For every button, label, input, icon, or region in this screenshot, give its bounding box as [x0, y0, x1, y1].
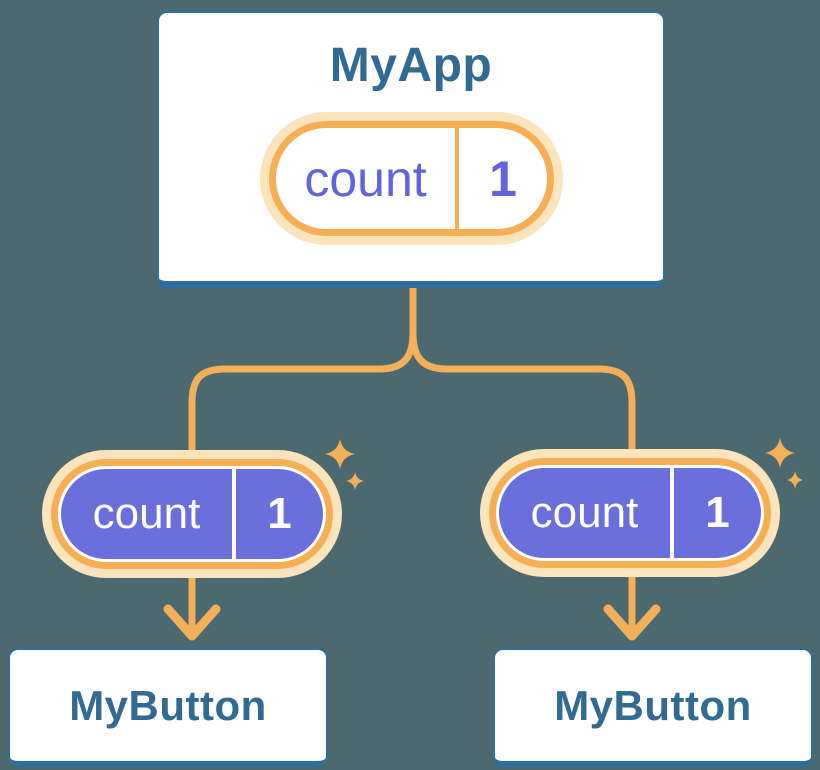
sparkle-icon — [765, 438, 795, 468]
state-pill-body: count 1 — [51, 459, 333, 569]
state-name-label: count — [530, 488, 639, 537]
component-node-mybutton-left: MyButton — [8, 648, 328, 767]
pill-divider — [232, 469, 236, 559]
state-value-label: 1 — [705, 488, 730, 537]
sparkle-icon — [346, 472, 364, 490]
state-pill: count 1 — [42, 450, 342, 578]
arrow-down-icon — [163, 604, 221, 641]
connector-branch-right — [409, 332, 636, 634]
state-name-label: count — [92, 489, 201, 538]
sparkle-icon — [325, 439, 355, 469]
pill-divider — [455, 128, 459, 229]
state-name-label: count — [304, 150, 427, 207]
state-pill: count 1 — [480, 449, 780, 577]
state-pill: count 1 — [260, 112, 563, 245]
component-node-myapp: MyApp count 1 — [157, 11, 665, 288]
state-pill-body: count 1 — [269, 121, 554, 236]
state-value-label: 1 — [489, 150, 517, 207]
component-node-mybutton-right: MyButton — [493, 648, 813, 767]
sparkle-icon — [787, 471, 803, 489]
connector-branch-left — [188, 332, 417, 634]
arrow-down-icon — [603, 604, 661, 641]
state-value-label: 1 — [267, 489, 292, 538]
state-pill-body: count 1 — [489, 458, 771, 568]
component-title: MyButton — [554, 681, 752, 729]
component-title: MyButton — [69, 681, 267, 729]
component-title: MyApp — [329, 39, 493, 92]
pill-divider — [670, 468, 674, 558]
